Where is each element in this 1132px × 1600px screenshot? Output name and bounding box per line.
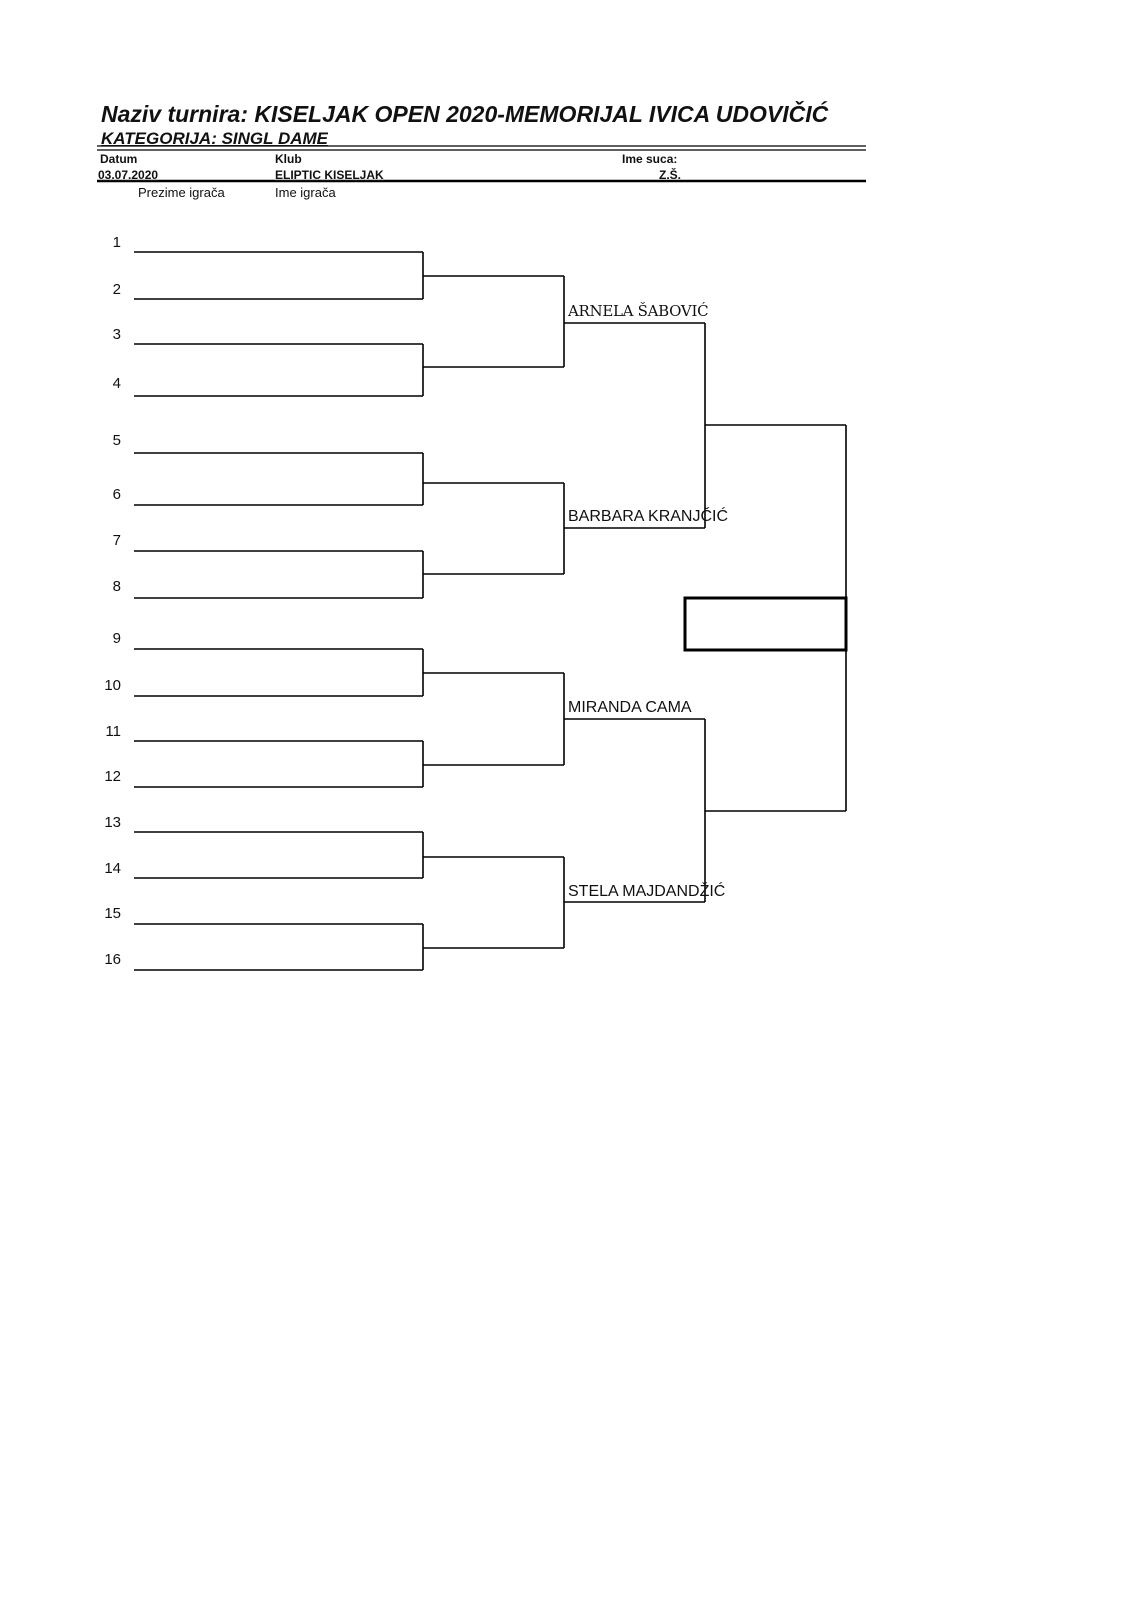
slot-number: 10 [104, 677, 121, 694]
date-label: Datum [100, 152, 138, 166]
club-label: Klub [275, 152, 302, 166]
referee-label: Ime suca: [622, 152, 678, 166]
slot-number: 7 [112, 532, 121, 549]
slot-number: 1 [112, 234, 121, 251]
qf-winner-1: ARNELA ŠABOVIĆ [568, 302, 709, 320]
qf-winner-3: MIRANDA CAMA [568, 699, 692, 716]
slot-number: 12 [104, 768, 121, 785]
category-label: KATEGORIJA: SINGL DAME [101, 129, 328, 146]
name-column-label: Ime igrača [275, 185, 336, 200]
qf-winner-4: STELA MAJDANDŽIĆ [568, 883, 726, 900]
slot-number: 4 [112, 375, 121, 392]
slot-number: 15 [104, 905, 121, 922]
slot-number: 16 [104, 951, 121, 968]
champion-box[interactable] [683, 596, 848, 652]
surname-column-label: Prezime igrača [138, 185, 225, 200]
club-value: ELIPTIC KISELJAK [275, 168, 384, 182]
slot-number: 3 [112, 326, 121, 343]
slot-number: 14 [104, 860, 121, 877]
slot-number: 2 [112, 281, 121, 298]
slot-number: 8 [112, 578, 121, 595]
date-value: 03.07.2020 [98, 168, 159, 182]
tournament-title: Naziv turnira: KISELJAK OPEN 2020-MEMORI… [101, 101, 829, 127]
slot-number: 5 [112, 432, 121, 449]
slot-number: 13 [104, 814, 121, 831]
slot-number: 11 [105, 723, 121, 740]
slot-number: 9 [112, 630, 121, 647]
slot-number: 6 [112, 486, 121, 503]
referee-value: Z.Š. [659, 168, 682, 182]
qf-winner-2: BARBARA KRANJČIĆ [568, 508, 729, 525]
